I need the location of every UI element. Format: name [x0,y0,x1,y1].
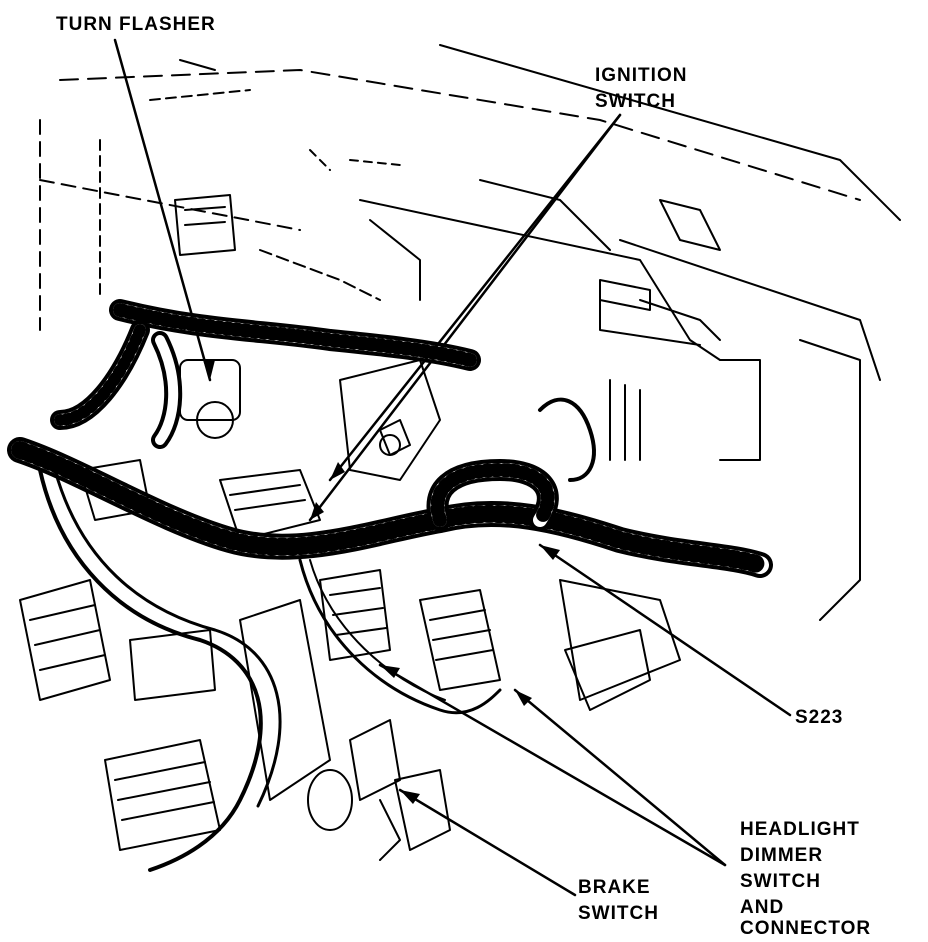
headlight-label-line1: HEADLIGHT [740,819,860,840]
headlight-leader-2 [513,688,727,867]
brake-arrowhead [400,790,420,804]
s223-label: S223 [795,707,844,728]
brake-switch-leader [398,788,577,897]
leader-lines [113,38,792,897]
ignition-arrowhead-2 [310,502,324,520]
headlight-arrowhead-2 [515,690,532,706]
ignition-switch-leader-1 [328,113,622,482]
arrowheads [203,360,560,804]
ignition-switch-label-line2: SWITCH [595,91,676,112]
headlight-leader-1 [378,663,727,867]
turn-flasher-label: TURN FLASHER [56,14,216,35]
ignition-switch-label-line1: IGNITION [595,65,688,86]
left-connectors [19,459,331,851]
main-wiring-harness [7,299,773,872]
headlight-dimmer-switch-component [319,569,681,711]
headlight-label-line3: SWITCH [740,871,821,892]
headlight-label-line5: CONNECTOR [740,918,872,939]
ignition-switch-component [219,359,441,541]
headlight-label-line4: AND [740,897,785,918]
headlight-arrowhead-1 [380,665,400,678]
ignition-switch-leader-2 [308,113,622,522]
headlight-label-line2: DIMMER [740,845,824,866]
dash-panel-outline [39,44,901,621]
brake-switch-component [307,719,451,861]
brake-switch-label-line2: SWITCH [578,903,659,924]
ignition-arrowhead-1 [330,462,345,480]
s223-arrowhead [540,545,560,560]
s223-leader [538,543,792,717]
brake-switch-label-line1: BRAKE [578,877,651,898]
turn-flasher-arrowhead [203,360,215,380]
turn-flasher-leader [113,38,212,382]
